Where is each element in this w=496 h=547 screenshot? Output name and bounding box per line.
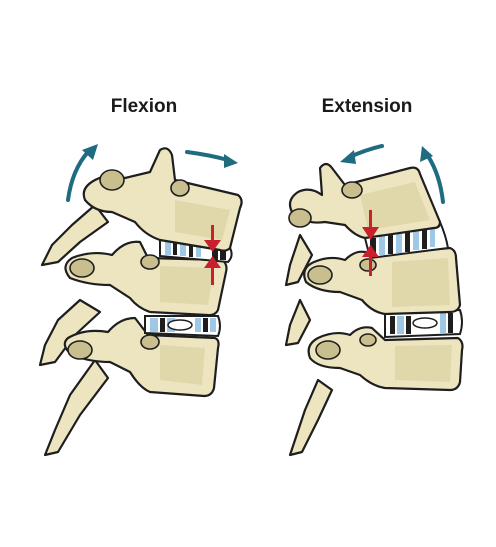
- flexion-illustration: [38, 144, 243, 457]
- extension-backward-arrow: [348, 144, 384, 159]
- flexion-rotation-arrow: [66, 150, 90, 202]
- flexion-rotation-arrowhead: [82, 144, 98, 160]
- flexion-title: Flexion: [110, 96, 178, 117]
- flexion-lower-spinous-process: [43, 358, 110, 457]
- extension-lower-disc: [384, 308, 463, 339]
- extension-compression-arrows: [362, 210, 379, 276]
- extension-title: Extension: [321, 96, 413, 117]
- extension-lower-spinous-process: [288, 378, 334, 457]
- flexion-forward-arrowhead: [224, 154, 238, 168]
- flexion-middle-spinous-process: [38, 298, 102, 367]
- extension-middle-spinous-process: [284, 298, 312, 347]
- flexion-compression-arrows: [204, 225, 221, 285]
- extension-backward-arrowhead: [340, 150, 356, 164]
- flexion-lower-facet: [67, 340, 93, 360]
- flexion-lower-disc: [144, 315, 221, 338]
- extension-illustration: [284, 144, 464, 457]
- flexion-upper-spinous-process: [40, 203, 110, 267]
- extension-upper-spinous-process: [284, 233, 314, 287]
- extension-rotation-arrowhead: [420, 146, 433, 162]
- flexion-forward-arrow: [185, 150, 230, 162]
- extension-rotation-arrow: [426, 154, 445, 204]
